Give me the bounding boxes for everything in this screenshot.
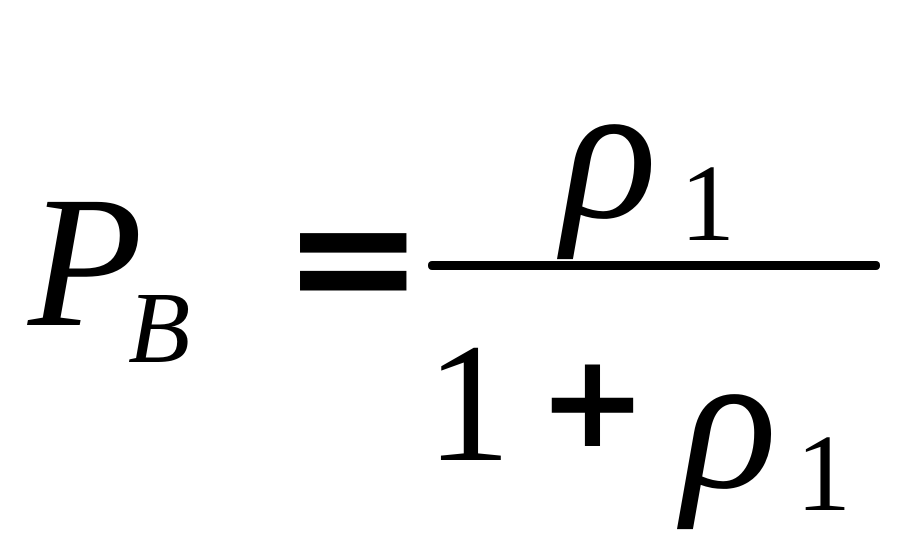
denominator-plus: + bbox=[538, 325, 647, 477]
equals-sign: = bbox=[282, 158, 425, 356]
lhs-symbol: P bbox=[28, 157, 143, 366]
lhs-subscript: B bbox=[128, 272, 191, 385]
denominator-constant: 1 bbox=[426, 309, 511, 497]
fraction-bar bbox=[428, 261, 880, 270]
denominator-subscript: 1 bbox=[796, 412, 851, 534]
denominator-symbol: ρ bbox=[682, 311, 778, 530]
numerator-subscript: 1 bbox=[680, 142, 735, 264]
numerator-symbol: ρ bbox=[562, 41, 658, 260]
